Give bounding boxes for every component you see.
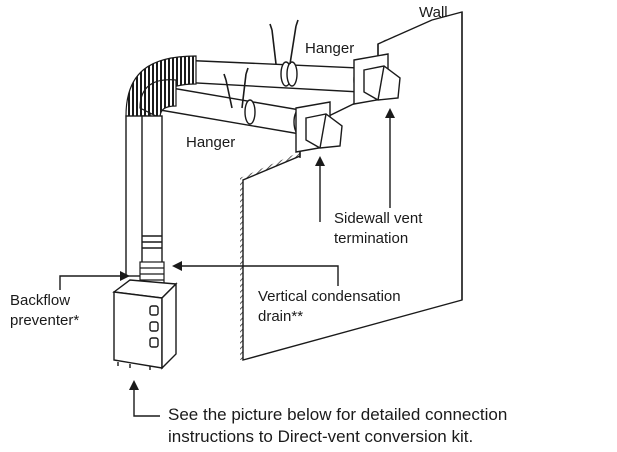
sidewall-label-line1: Sidewall vent bbox=[334, 210, 423, 227]
wall-label: Wall bbox=[419, 4, 448, 21]
lower-vent-pipe bbox=[159, 85, 307, 136]
wall bbox=[240, 11, 463, 361]
vertical-pipe-front bbox=[141, 115, 163, 277]
connection-note-line1: See the picture below for detailed conne… bbox=[168, 405, 508, 424]
leader-backflow bbox=[59, 271, 130, 290]
connection-note-line2: instructions to Direct-vent conversion k… bbox=[168, 427, 474, 446]
water-heater-unit bbox=[112, 279, 178, 370]
hanger-left-label: Hanger bbox=[186, 134, 236, 151]
hanger-left bbox=[223, 67, 249, 109]
hanger-top bbox=[269, 19, 299, 65]
leader-vertical-drain bbox=[172, 261, 339, 286]
vent-termination-right bbox=[353, 53, 401, 105]
vertical-drain-label-line2: drain** bbox=[258, 308, 304, 325]
unit-side bbox=[161, 282, 177, 370]
vertical-drain-label-line1: Vertical condensation bbox=[258, 288, 401, 305]
flex-elbow-front bbox=[139, 79, 177, 119]
upper-vent-pipe bbox=[177, 59, 367, 94]
sidewall-label-line2: termination bbox=[334, 230, 409, 247]
backflow-label-line2: preventer* bbox=[10, 312, 80, 329]
hanger-top-label: Hanger bbox=[305, 40, 355, 57]
backflow-label-line1: Backflow bbox=[10, 292, 71, 309]
leader-note bbox=[129, 380, 160, 417]
leader-lines bbox=[59, 108, 395, 417]
vent-termination-left bbox=[295, 101, 343, 153]
